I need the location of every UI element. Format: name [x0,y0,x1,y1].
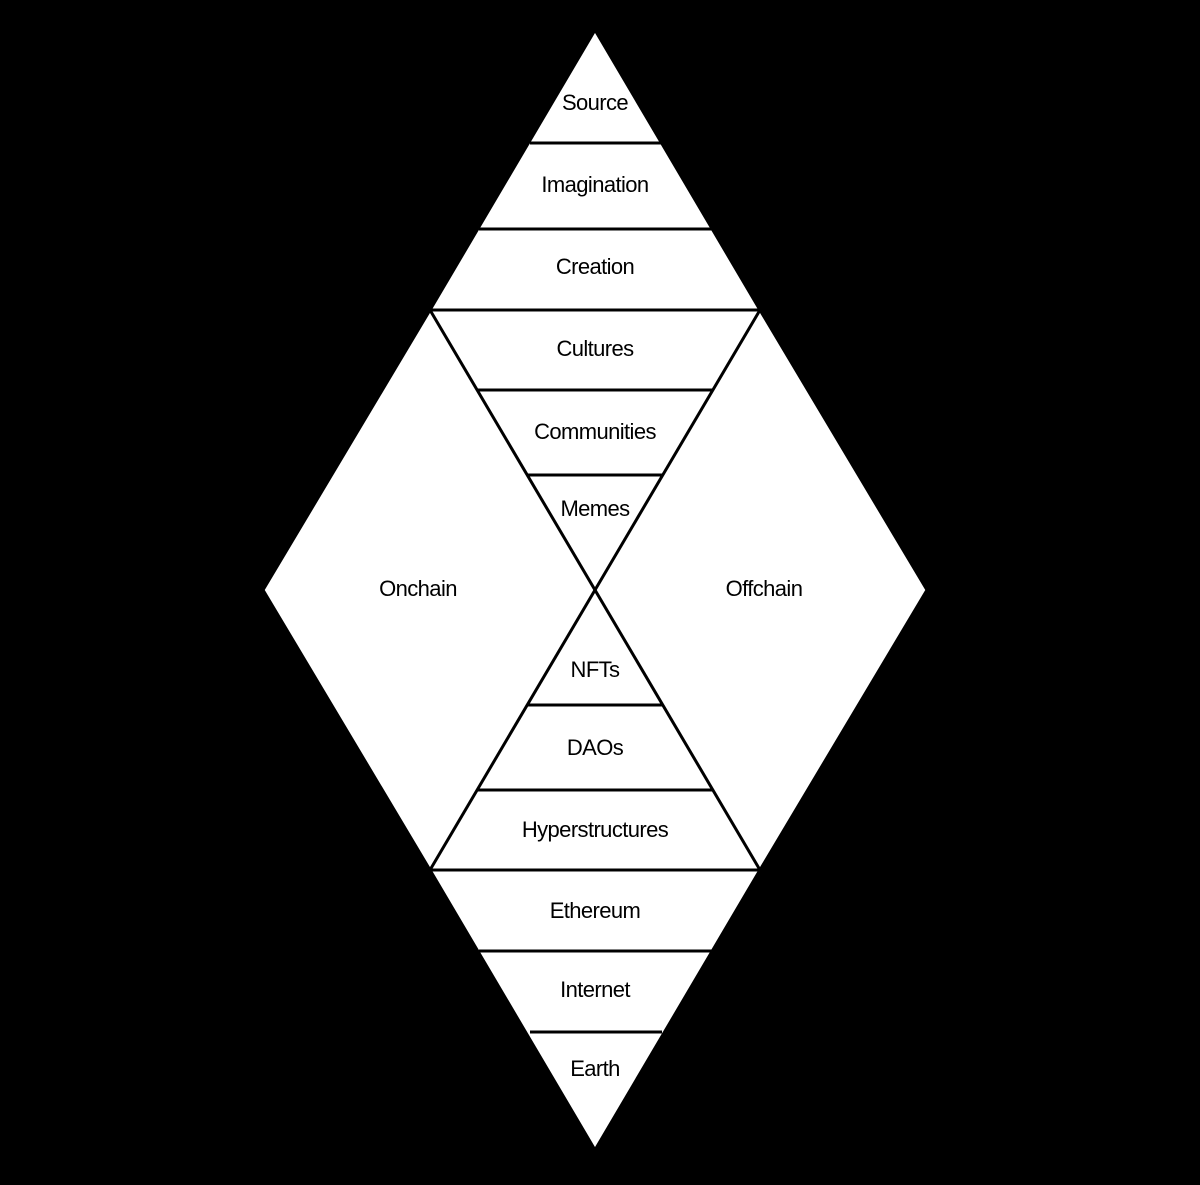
label-memes: Memes [560,496,630,521]
diagonal-right-to-left [428,309,762,871]
label-hyperstructures: Hyperstructures [522,817,669,842]
label-creation: Creation [556,254,634,279]
label-ethereum: Ethereum [550,898,641,923]
label-cultures: Cultures [556,336,634,361]
label-onchain: Onchain [379,576,457,601]
label-communities: Communities [534,419,656,444]
label-earth: Earth [570,1056,620,1081]
label-nfts: NFTs [571,657,621,682]
label-internet: Internet [560,977,630,1002]
label-daos: DAOs [567,735,624,760]
label-imagination: Imagination [541,172,648,197]
label-source: Source [562,90,628,115]
label-offchain: Offchain [726,576,803,601]
